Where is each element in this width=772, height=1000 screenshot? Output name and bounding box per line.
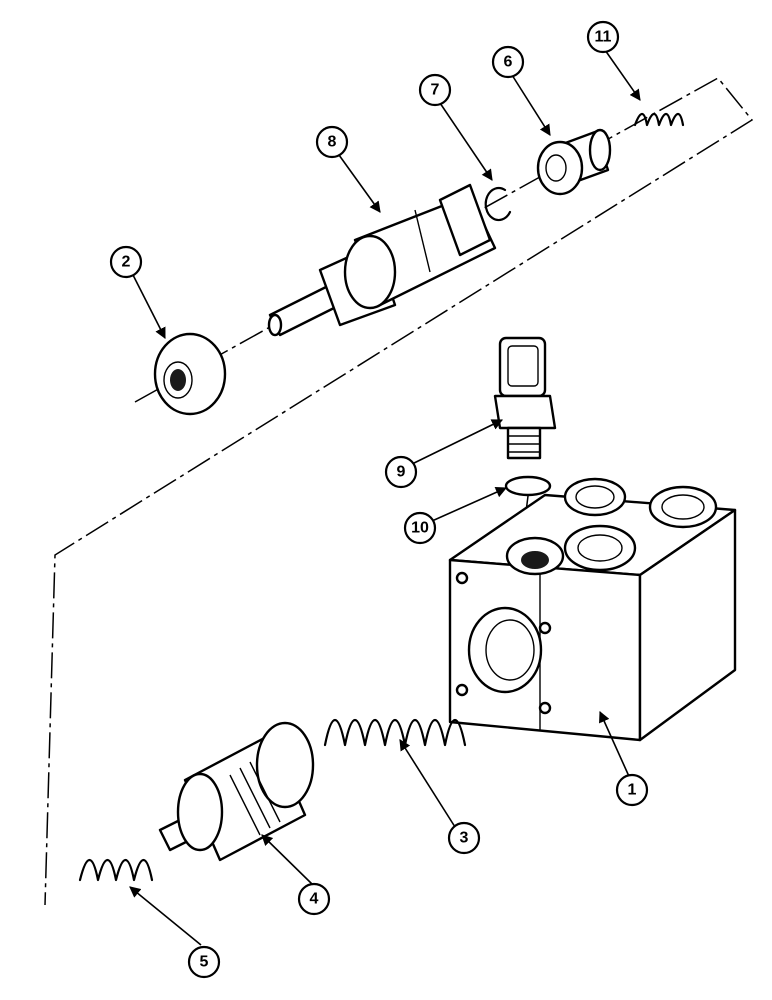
callout-label: 1 bbox=[628, 782, 637, 799]
callout-9: 9 bbox=[384, 455, 418, 489]
washer-part bbox=[153, 332, 227, 416]
callout-label: 3 bbox=[460, 830, 469, 847]
small-spring-part bbox=[633, 112, 685, 127]
callout-5: 5 bbox=[187, 945, 221, 979]
end-spring-part bbox=[78, 858, 154, 882]
callout-2: 2 bbox=[109, 245, 143, 279]
callout-3: 3 bbox=[447, 821, 481, 855]
main-spring-part bbox=[323, 719, 467, 747]
callout-label: 5 bbox=[200, 954, 209, 971]
assembly-centerlines bbox=[44, 77, 754, 906]
callout-label: 8 bbox=[328, 134, 337, 151]
plunger-body-part bbox=[267, 183, 497, 337]
piston-part bbox=[158, 721, 315, 862]
callout-1: 1 bbox=[615, 773, 649, 807]
callout-label: 6 bbox=[504, 54, 513, 71]
callout-8: 8 bbox=[315, 125, 349, 159]
callout-7: 7 bbox=[418, 73, 452, 107]
callout-4: 4 bbox=[297, 882, 331, 916]
callout-label: 4 bbox=[310, 891, 319, 908]
callout-6: 6 bbox=[491, 45, 525, 79]
o-ring-part bbox=[504, 475, 552, 497]
valve-body-part bbox=[448, 477, 737, 742]
sleeve-part bbox=[536, 128, 612, 196]
callout-label: 2 bbox=[122, 254, 131, 271]
callout-label: 11 bbox=[595, 29, 612, 46]
callout-label: 7 bbox=[431, 82, 440, 99]
leader-lines bbox=[129, 49, 641, 946]
callout-label: 9 bbox=[397, 464, 406, 481]
pressure-switch-part bbox=[493, 336, 557, 460]
snap-ring-part bbox=[484, 186, 512, 222]
callout-11: 11 bbox=[586, 20, 620, 54]
callout-label: 10 bbox=[411, 520, 429, 537]
callout-10: 10 bbox=[403, 511, 437, 545]
